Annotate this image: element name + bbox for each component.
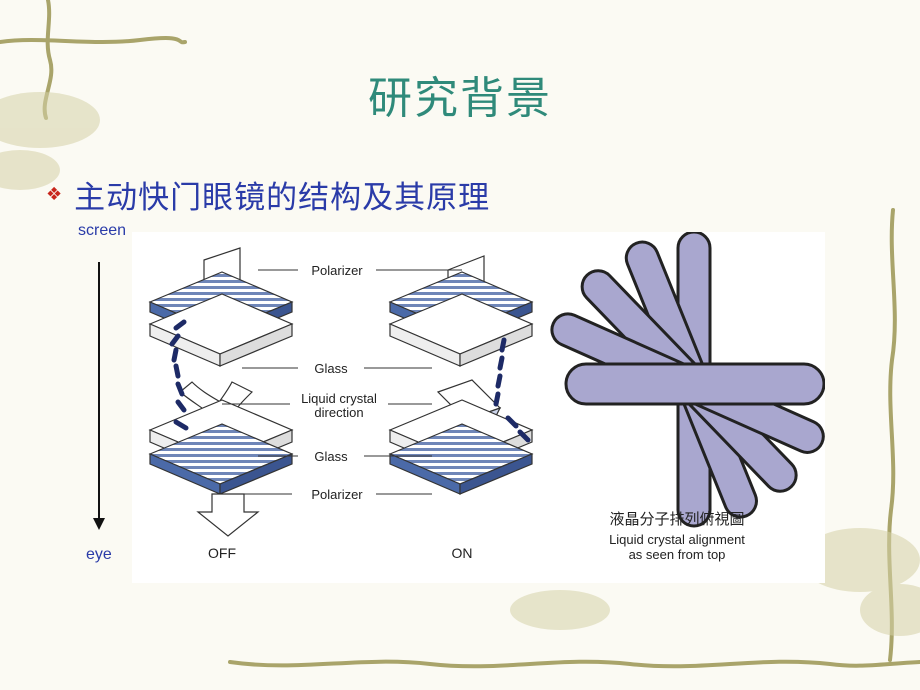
label-polarizer-top: Polarizer xyxy=(311,263,363,278)
label-on: ON xyxy=(452,545,473,561)
on-lc-molecules xyxy=(493,337,531,443)
alignment-caption-en-2: as seen from top xyxy=(629,547,726,562)
label-glass-bottom: Glass xyxy=(314,449,348,464)
label-lc-line1: Liquid crystal xyxy=(301,391,377,406)
screen-label: screen xyxy=(78,222,127,239)
lcd-shutter-figure: Polarizer Glass Liquid crystal direction… xyxy=(132,232,825,583)
label-off: OFF xyxy=(208,545,236,561)
off-stack xyxy=(148,247,294,537)
alignment-caption-cn: 液晶分子排列俯視圖 xyxy=(609,510,744,528)
label-polarizer-bottom: Polarizer xyxy=(311,487,363,502)
bullet-text: 主动快门眼镜的结构及其原理 xyxy=(74,180,491,216)
label-lc-line2: direction xyxy=(314,405,363,420)
off-lc-molecules xyxy=(169,319,189,431)
bullet-item: ❖ 主动快门眼镜的结构及其原理 xyxy=(46,172,490,217)
label-glass-top: Glass xyxy=(314,361,348,376)
lc-alignment-top-view xyxy=(550,232,825,528)
eye-label: eye xyxy=(86,546,112,563)
page-title: 研究背景 xyxy=(368,73,552,124)
alignment-caption-en-1: Liquid crystal alignment xyxy=(609,532,745,547)
diamond-bullet-icon: ❖ xyxy=(46,184,63,205)
on-stack xyxy=(388,255,534,495)
